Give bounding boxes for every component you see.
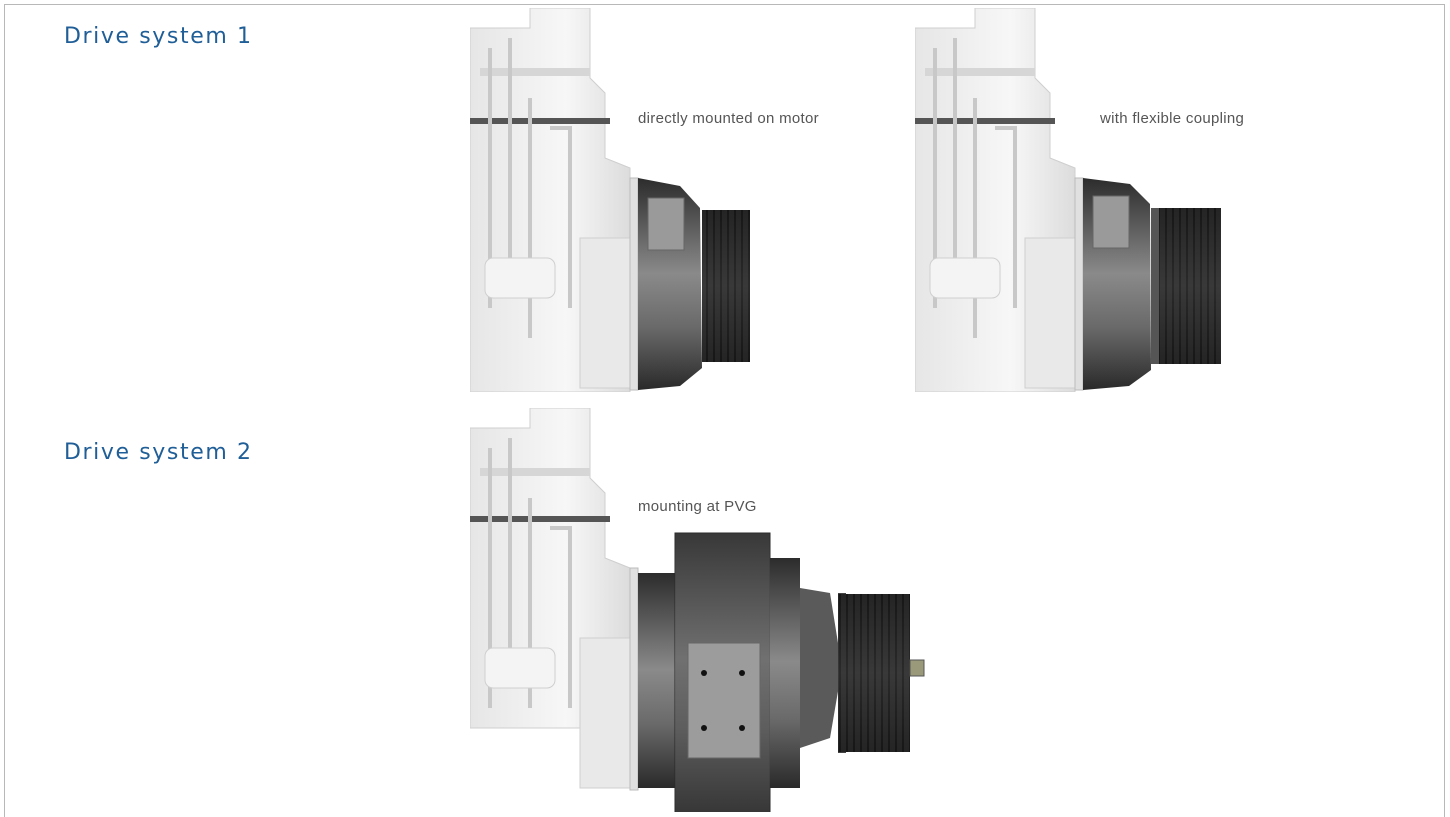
engine-with-pvg-mounted-pulley-image [470,408,940,812]
figure-caption: directly mounted on motor [638,110,819,127]
figure-caption: mounting at PVG [638,498,757,515]
engine-with-direct-mounted-pulley-image [470,8,750,392]
section-heading-drive-system-2: Drive system 2 [64,440,253,465]
section-heading-drive-system-1: Drive system 1 [64,24,253,49]
engine-with-flexible-coupling-pulley-image [915,8,1230,392]
figure-caption: with flexible coupling [1100,110,1245,127]
page-frame [4,4,1445,817]
